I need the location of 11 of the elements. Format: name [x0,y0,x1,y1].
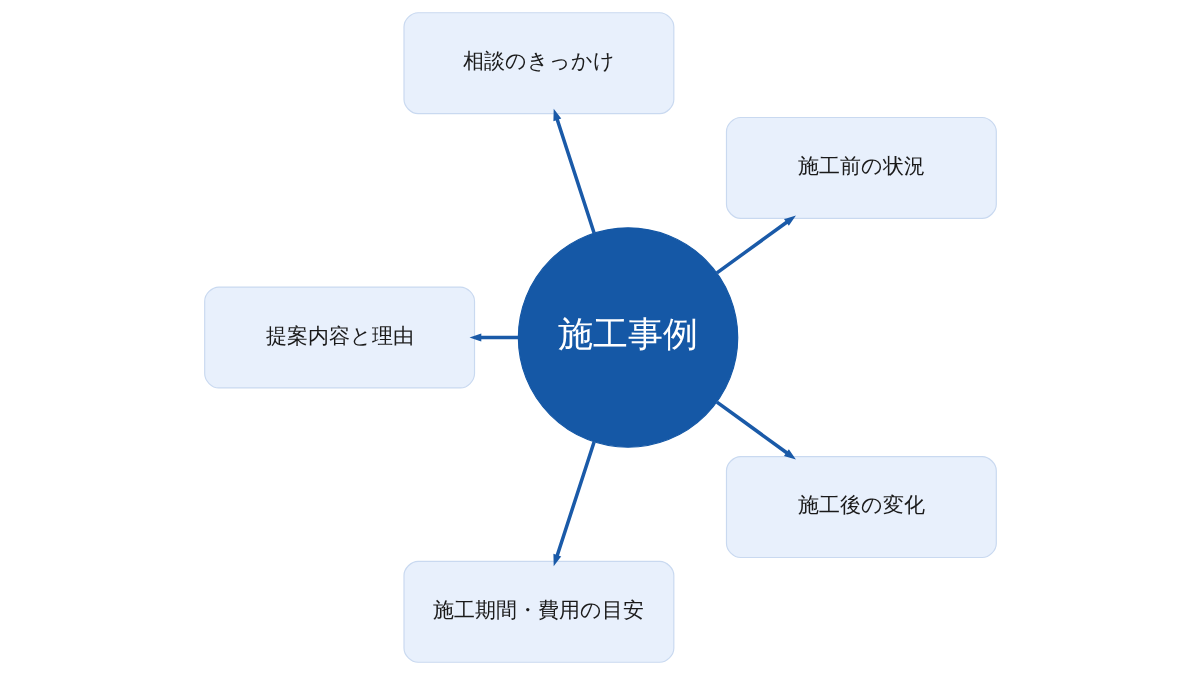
node-box: 施工期間・費用の目安 [402,560,674,663]
arrow [552,441,596,567]
arrow [715,400,796,460]
node-box: 施工前の状況 [725,116,997,219]
node-box: 相談のきっかけ [402,12,674,115]
node-box: 施工後の変化 [725,456,997,559]
arrow [552,108,596,234]
arrow [715,215,796,275]
arrow [469,333,518,342]
node-circle: 施工事例 [517,227,738,448]
node-box: 提案内容と理由 [203,286,475,389]
